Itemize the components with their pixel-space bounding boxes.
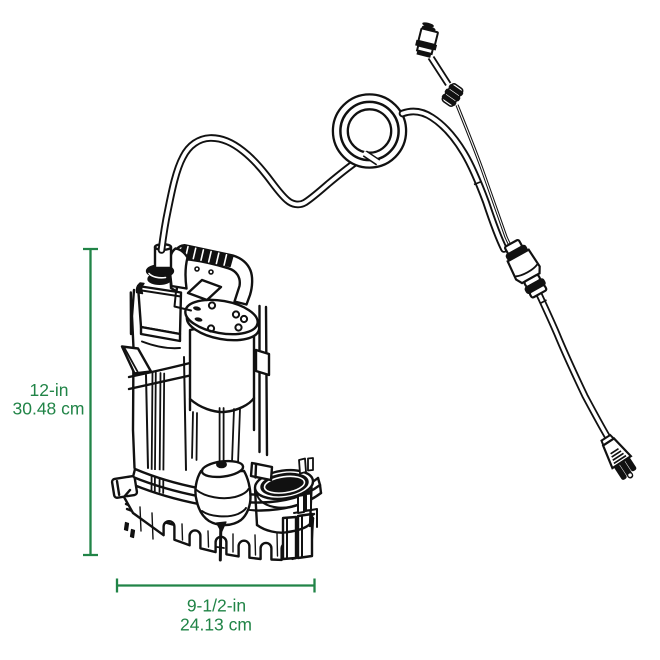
svg-text:24.13 cm: 24.13 cm xyxy=(180,615,252,635)
svg-text:12-in: 12-in xyxy=(30,380,69,400)
svg-text:30.48 cm: 30.48 cm xyxy=(13,399,85,419)
svg-text:9-1/2-in: 9-1/2-in xyxy=(187,596,246,616)
